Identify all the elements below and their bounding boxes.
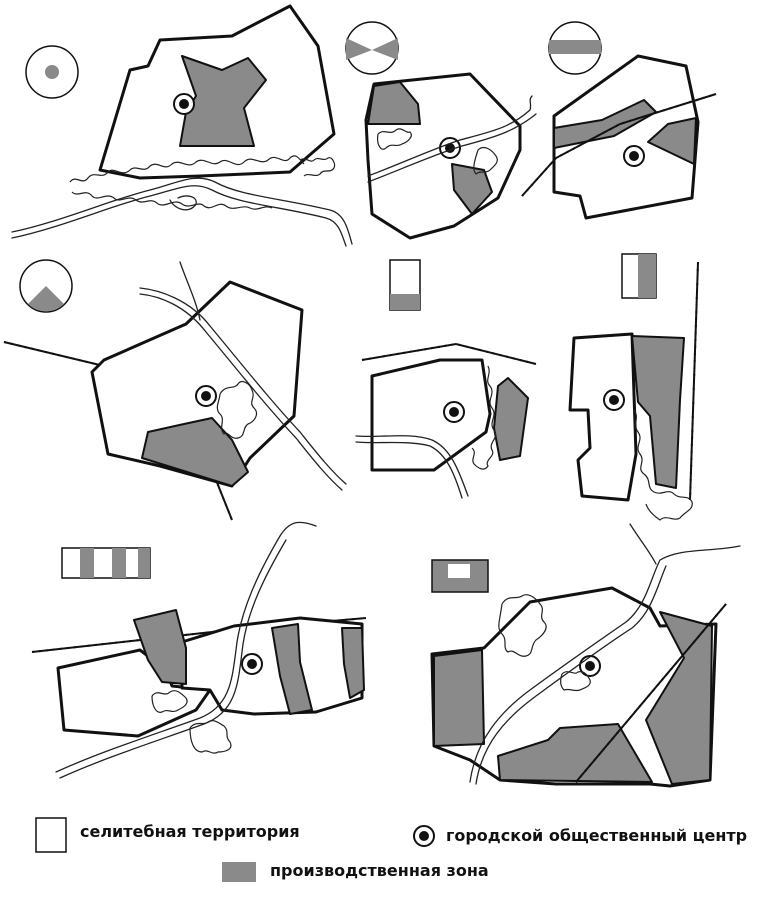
scheme-4-center-icon	[195, 385, 217, 407]
scheme-5-railway	[361, 342, 537, 365]
scheme-4-residential	[90, 280, 304, 488]
legend-residential-swatch	[35, 817, 67, 853]
scheme-1-symbol	[25, 45, 79, 99]
scheme-4-greenery	[216, 380, 258, 439]
scheme-4	[3, 259, 347, 521]
scheme-5-symbol	[389, 259, 421, 311]
scheme-3	[521, 21, 717, 220]
scheme-2-greenery	[377, 128, 498, 175]
scheme-7-symbol	[61, 547, 151, 579]
scheme-8-industrial-left	[433, 649, 485, 747]
scheme-1-river	[11, 177, 353, 247]
scheme-5-industrial	[493, 377, 529, 461]
scheme-8-railway	[575, 603, 727, 783]
scheme-6-greenery	[633, 409, 693, 521]
scheme-8	[430, 523, 741, 788]
scheme-2-industrial-bottom	[451, 163, 493, 215]
scheme-5-center-icon	[443, 401, 465, 423]
legend-center-icon	[413, 825, 435, 847]
scheme-7-center-icon	[241, 653, 263, 675]
scheme-3-center-icon	[623, 145, 645, 167]
scheme-5	[355, 259, 537, 499]
scheme-3-industrial-right	[647, 117, 697, 165]
scheme-7	[31, 521, 367, 779]
scheme-7-greenery	[151, 690, 232, 754]
scheme-3-symbol	[548, 21, 602, 75]
scheme-7-industrial-1	[133, 609, 187, 685]
scheme-6	[568, 253, 699, 521]
scheme-8-symbol	[431, 559, 489, 593]
legend-industrial-label: производственная зона	[270, 861, 489, 880]
scheme-6-residential	[568, 332, 638, 502]
scheme-2-industrial-top	[367, 81, 421, 125]
scheme-7-residential-right	[180, 616, 364, 716]
scheme-6-railway	[689, 261, 699, 501]
scheme-8-industrial-right	[645, 611, 713, 785]
legend-residential-label: селитебная территория	[80, 822, 300, 841]
scheme-6-center-icon	[603, 389, 625, 411]
scheme-2-center-icon	[439, 137, 461, 159]
scheme-5-river	[355, 435, 469, 499]
scheme-1-greenery	[69, 155, 336, 210]
scheme-8-greenery	[498, 594, 591, 692]
scheme-2-symbol	[345, 21, 399, 75]
scheme-7-industrial-3	[341, 627, 365, 699]
scheme-5-residential	[370, 358, 492, 472]
legend-industrial-swatch	[222, 862, 256, 882]
scheme-7-river	[55, 521, 317, 779]
scheme-1-center-icon	[173, 93, 195, 115]
legend	[35, 817, 435, 882]
scheme-7-industrial-2	[271, 623, 313, 715]
scheme-2-river	[367, 95, 537, 183]
scheme-4-symbol	[19, 259, 73, 313]
scheme-1	[11, 4, 353, 247]
scheme-6-industrial	[631, 335, 685, 489]
scheme-8-center-icon	[579, 655, 601, 677]
scheme-6-symbol	[621, 253, 657, 299]
scheme-3-railway	[521, 93, 717, 197]
scheme-3-residential	[552, 54, 700, 220]
scheme-5-greenery	[471, 365, 497, 470]
scheme-2	[345, 21, 537, 240]
legend-center-label: городской общественный центр	[446, 826, 748, 845]
scheme-8-river	[469, 523, 741, 785]
scheme-4-river	[139, 261, 347, 491]
